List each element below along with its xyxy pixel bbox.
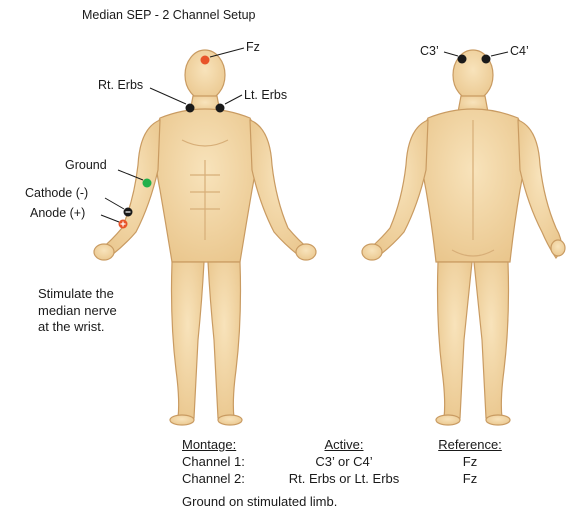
lt-erbs-electrode	[216, 104, 225, 113]
ground-electrode	[143, 179, 152, 188]
reference-cell: Fz	[428, 453, 512, 470]
note-line: median nerve	[38, 303, 117, 320]
reference-cell: Fz	[428, 470, 512, 487]
c4-electrode	[482, 55, 491, 64]
c3-electrode	[458, 55, 467, 64]
fz-electrode	[201, 56, 210, 65]
c4-label: C4’	[510, 44, 529, 58]
cathode-label: Cathode (-)	[25, 186, 88, 200]
ground-footer: Ground on stimulated limb.	[182, 494, 337, 509]
montage-column: Montage: Channel 1: Channel 2:	[182, 436, 245, 487]
note-line: at the wrist.	[38, 319, 117, 336]
stimulation-note: Stimulate the median nerve at the wrist.	[38, 286, 117, 336]
reference-column: Reference: Fz Fz	[428, 436, 512, 487]
rt-erbs-label: Rt. Erbs	[98, 78, 143, 92]
montage-header: Montage:	[182, 436, 245, 453]
fz-label: Fz	[246, 40, 260, 54]
back-body-figure	[362, 50, 565, 425]
ground-label: Ground	[65, 158, 107, 172]
montage-cell: Channel 1:	[182, 453, 245, 470]
lt-erbs-label: Lt. Erbs	[244, 88, 287, 102]
active-column: Active: C3’ or C4’ Rt. Erbs or Lt. Erbs	[278, 436, 410, 487]
anode-label: Anode (+)	[30, 206, 85, 220]
reference-header: Reference:	[428, 436, 512, 453]
rt-erbs-electrode	[186, 104, 195, 113]
note-line: Stimulate the	[38, 286, 117, 303]
c3-label: C3’	[420, 44, 439, 58]
montage-cell: Channel 2:	[182, 470, 245, 487]
active-header: Active:	[278, 436, 410, 453]
active-cell: Rt. Erbs or Lt. Erbs	[278, 470, 410, 487]
front-body-figure	[94, 50, 316, 425]
active-cell: C3’ or C4’	[278, 453, 410, 470]
